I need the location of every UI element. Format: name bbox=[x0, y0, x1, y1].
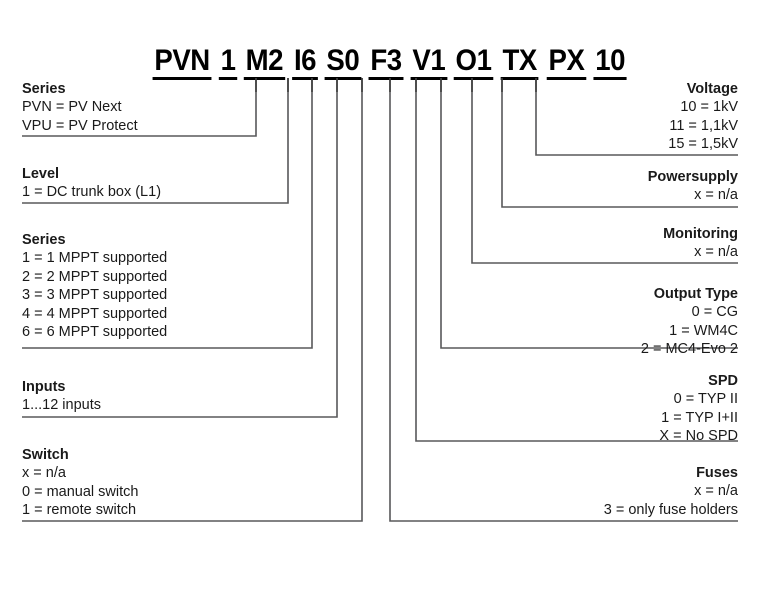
block-row: 3 = only fuse holders bbox=[603, 501, 738, 518]
block-row: 2 = MC4-Evo 2 bbox=[640, 341, 738, 357]
block-row: x = n/a bbox=[22, 465, 66, 481]
block-heading: Output Type bbox=[653, 286, 738, 302]
code-segment: O1 bbox=[454, 46, 494, 80]
block-row: 10 = 1kV bbox=[680, 99, 738, 115]
block-row: 3 = 3 MPPT supported bbox=[22, 287, 168, 303]
block-row: 11 = 1,1kV bbox=[669, 117, 738, 134]
block-row: 0 = manual switch bbox=[22, 483, 139, 500]
block-row: 0 = TYP II bbox=[673, 391, 738, 407]
block-row: 1...12 inputs bbox=[22, 397, 101, 413]
code-segment: PVN bbox=[152, 46, 212, 80]
code-segment: TX bbox=[501, 46, 540, 80]
block-inputs: Inputs 1...12 inputs bbox=[22, 378, 302, 415]
block-row: 1 = 1 MPPT supported bbox=[22, 250, 168, 266]
code-segment: 10 bbox=[593, 46, 627, 80]
block-row: 1 = DC trunk box (L1) bbox=[22, 184, 162, 200]
block-switch: Switch x = n/a 0 = manual switch 1 = rem… bbox=[22, 446, 322, 520]
block-voltage: Voltage 10 = 1kV 11 = 1,1kV 15 = 1,5kV bbox=[498, 80, 738, 154]
block-row: x = n/a bbox=[694, 187, 738, 203]
block-row: 1 = WM4C bbox=[669, 322, 738, 339]
block-monitoring: Monitoring x = n/a bbox=[498, 225, 738, 262]
block-row: PVN = PV Next bbox=[22, 99, 122, 115]
code-segment: V1 bbox=[410, 46, 447, 80]
block-fuses: Fuses x = n/a 3 = only fuse holders bbox=[478, 464, 738, 519]
block-heading: Series bbox=[22, 81, 66, 97]
block-series-mppt: Series 1 = 1 MPPT supported 2 = 2 MPPT s… bbox=[22, 231, 302, 342]
block-row: x = n/a bbox=[694, 483, 738, 499]
block-row: 0 = CG bbox=[691, 304, 738, 320]
block-row: x = n/a bbox=[694, 244, 738, 260]
block-row: 6 = 6 MPPT supported bbox=[22, 324, 168, 340]
block-row: 1 = TYP I+II bbox=[661, 409, 738, 426]
block-row: VPU = PV Protect bbox=[22, 117, 138, 134]
block-heading: Level bbox=[22, 166, 60, 182]
block-heading: Fuses bbox=[696, 465, 738, 481]
code-segment: M2 bbox=[244, 46, 286, 80]
block-row: 4 = 4 MPPT supported bbox=[22, 305, 168, 322]
block-row: X = No SPD bbox=[659, 428, 738, 444]
block-spd: SPD 0 = TYP II 1 = TYP I+II X = No SPD bbox=[498, 372, 738, 446]
block-output-type: Output Type 0 = CG 1 = WM4C 2 = MC4-Evo … bbox=[498, 285, 738, 359]
code-segment: S0 bbox=[324, 46, 362, 80]
block-row: 15 = 1,5kV bbox=[668, 136, 738, 152]
code-segment: 1 bbox=[218, 46, 238, 80]
block-heading: SPD bbox=[708, 373, 738, 389]
block-powersupply: Powersupply x = n/a bbox=[498, 168, 738, 205]
block-heading: Voltage bbox=[686, 81, 738, 97]
block-heading: Inputs bbox=[22, 379, 66, 395]
block-heading: Series bbox=[22, 232, 66, 248]
block-heading: Powersupply bbox=[647, 169, 738, 185]
block-series-type: Series PVN = PV Next VPU = PV Protect bbox=[22, 80, 262, 135]
block-row: 2 = 2 MPPT supported bbox=[22, 268, 168, 285]
code-segment: F3 bbox=[368, 46, 404, 80]
block-heading: Switch bbox=[22, 447, 69, 463]
code-segment: PX bbox=[546, 46, 587, 80]
code-stubs bbox=[255, 78, 537, 92]
block-level: Level 1 = DC trunk box (L1) bbox=[22, 165, 272, 202]
code-segment: I6 bbox=[292, 46, 318, 80]
block-heading: Monitoring bbox=[663, 226, 738, 242]
block-row: 1 = remote switch bbox=[22, 502, 137, 518]
